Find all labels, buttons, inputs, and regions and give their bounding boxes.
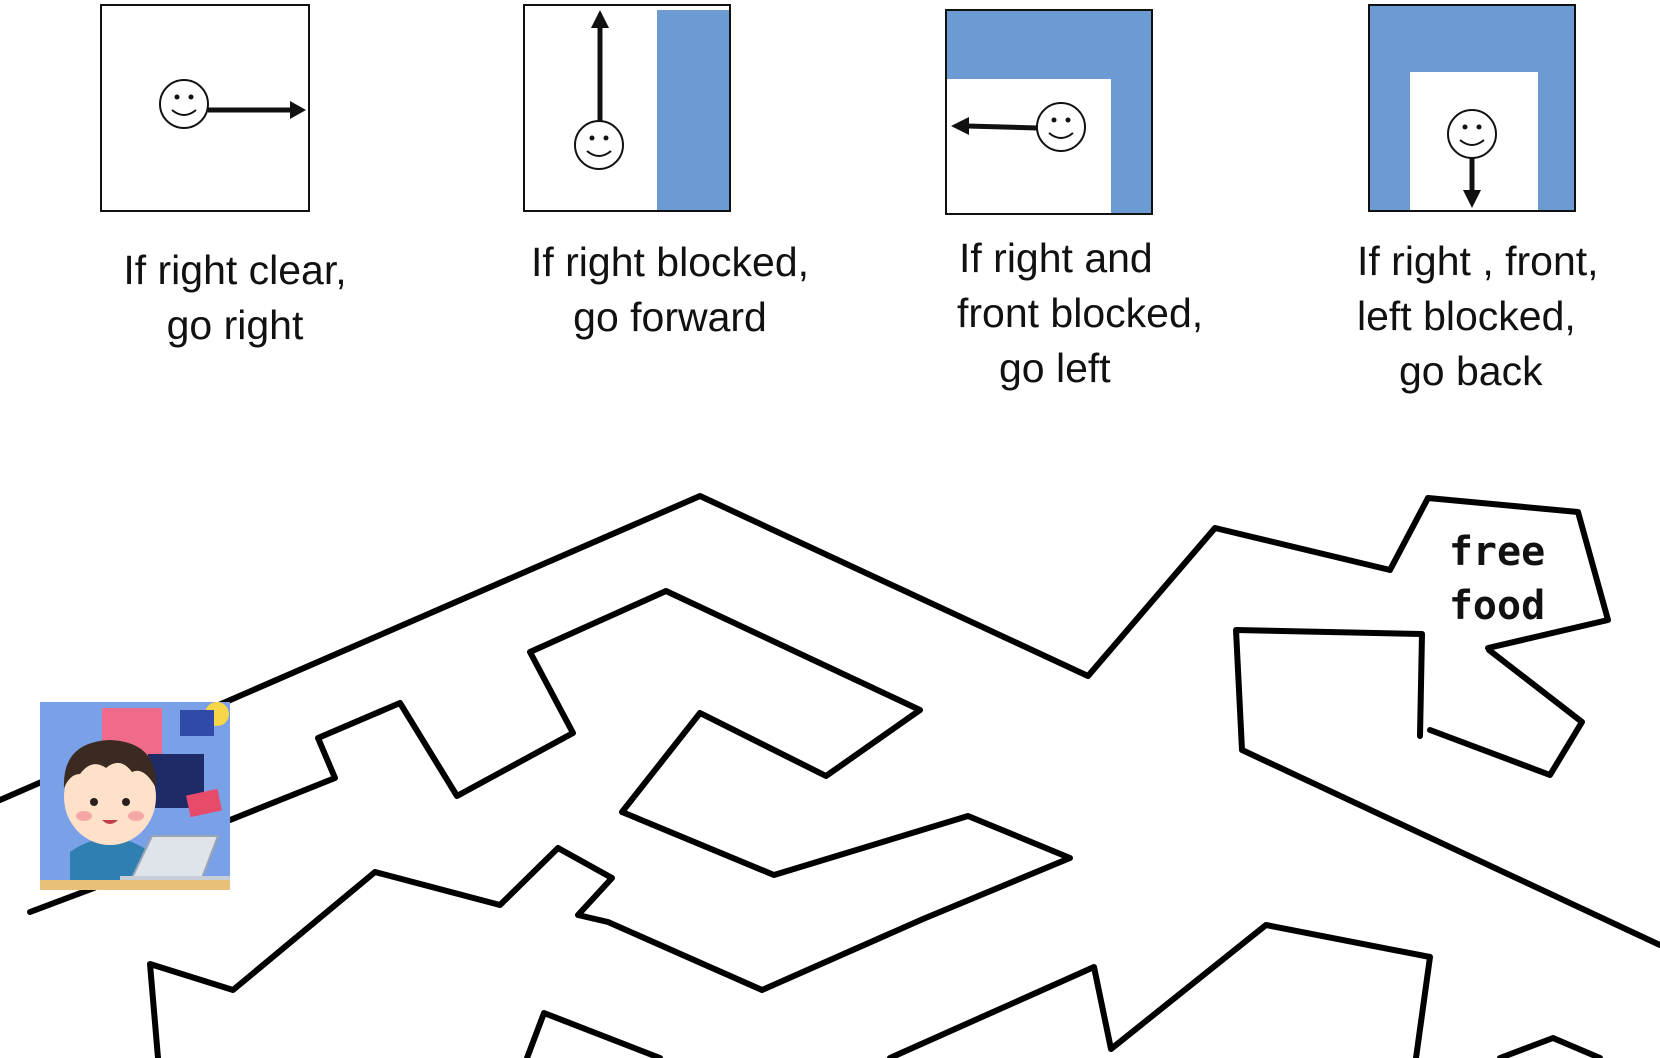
maze-wall (147, 588, 1073, 1058)
wall-left (1370, 6, 1410, 210)
smiley-face-icon (159, 79, 209, 129)
programmer-avatar-icon (40, 702, 230, 890)
rule-caption-right-blocked: If right blocked,go forward (530, 239, 810, 340)
left-arrow-icon (951, 117, 1038, 135)
rule-box-right-front-blocked (945, 9, 1153, 215)
maze-walls (0, 493, 1660, 1058)
rule-box-right-blocked (523, 4, 731, 212)
rule-caption-right-clear: If right clear,go right (123, 247, 347, 348)
right-arrow-icon (208, 101, 306, 119)
maze-wall (27, 885, 97, 915)
up-arrow-icon (591, 10, 609, 121)
wall-right (1111, 11, 1151, 213)
maze-wall (1497, 1035, 1603, 1058)
rule-box-all-blocked (1368, 4, 1576, 212)
rule-caption-right-front-blocked: If right and front blocked, go left (957, 235, 1204, 391)
rule-diagram-right-front-blocked (947, 11, 1151, 213)
maze-wall (1427, 647, 1585, 778)
rule-box-right-clear (100, 4, 310, 212)
maze-wall (524, 1010, 663, 1058)
smiley-face-icon (1447, 109, 1497, 159)
rule-caption-all-blocked: If right , front, left blocked, go back (1357, 238, 1599, 394)
maze-wall (1233, 627, 1660, 948)
rule-diagram-right-blocked (574, 10, 729, 210)
rule-diagram-right-clear (159, 79, 306, 129)
maze-wall (887, 922, 1433, 1058)
maze-wall (0, 493, 1611, 803)
rule-diagram-all-blocked (1370, 6, 1574, 210)
wall-right (1538, 6, 1574, 210)
wall-right (657, 10, 729, 210)
down-arrow-icon (1463, 158, 1481, 208)
